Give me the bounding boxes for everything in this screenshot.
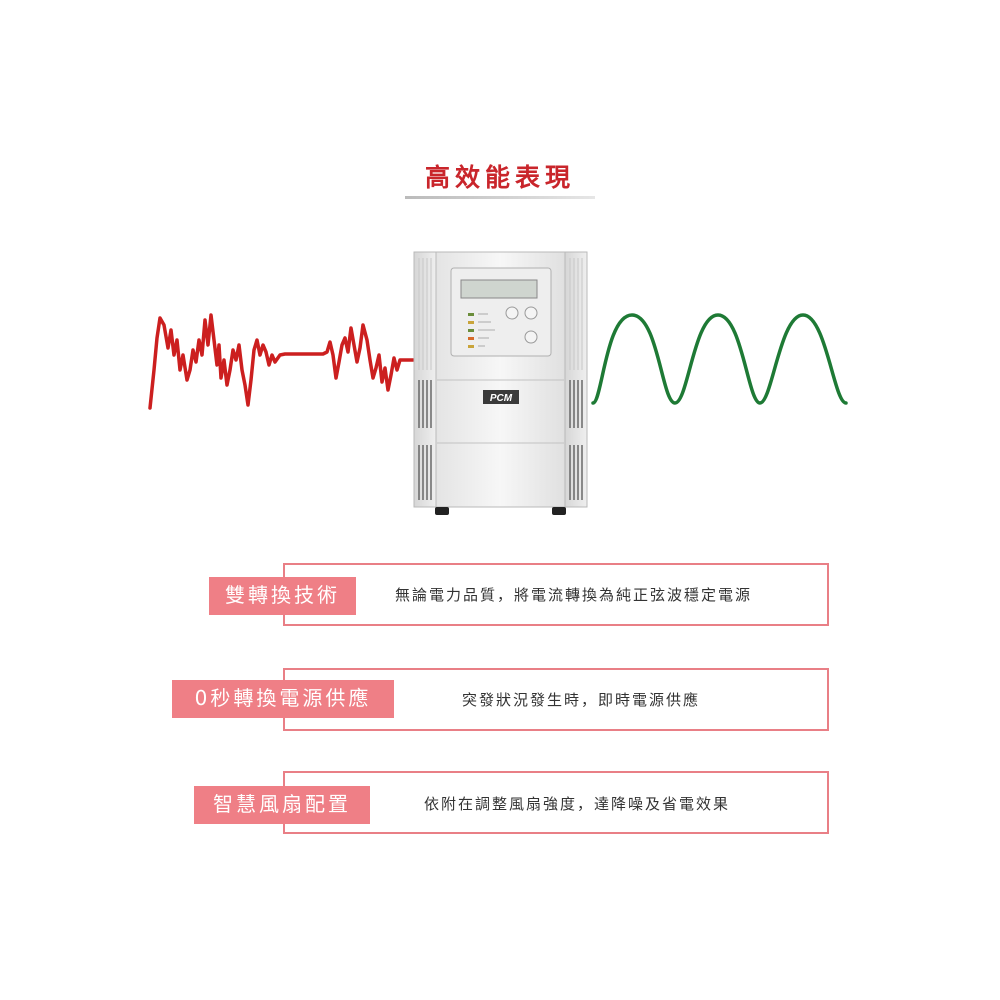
feature-tag-2: 0秒轉換電源供應 <box>172 680 394 718</box>
feature-desc-1: 無論電力品質，將電流轉換為純正弦波穩定電源 <box>395 586 753 604</box>
feature-card-3 <box>283 771 829 834</box>
pure-sine-wave <box>591 313 848 405</box>
ups-device-image: PCM <box>413 251 588 515</box>
dirty-power-wave <box>148 313 415 410</box>
feature-tag-1: 雙轉換技術 <box>209 577 356 615</box>
feature-desc-3: 依附在調整風扇強度，達降噪及省電效果 <box>424 795 731 813</box>
feature-desc-2: 突發狀況發生時，即時電源供應 <box>462 691 701 709</box>
title-underline <box>405 196 595 199</box>
feature-tag-3: 智慧風扇配置 <box>194 786 370 824</box>
ups-brand-logo: PCM <box>490 393 513 404</box>
title-text: 高效能表現 <box>424 163 575 192</box>
feature-card-1 <box>283 563 829 626</box>
section-title: 高效能表現 <box>405 160 595 200</box>
